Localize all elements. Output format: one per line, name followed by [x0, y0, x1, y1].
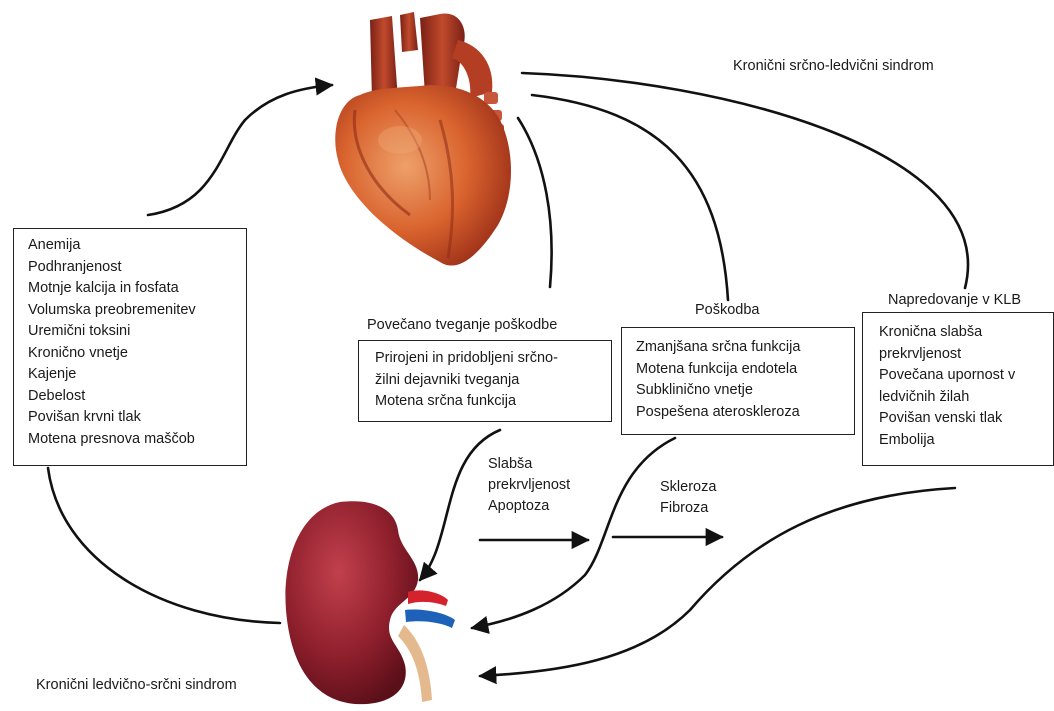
- stage-1-label: Slabša prekrvljenost Apoptoza: [488, 454, 570, 517]
- stage-2-line: Skleroza: [660, 477, 716, 498]
- stage-1-line: Slabša: [488, 454, 570, 475]
- list-item: Embolija: [879, 430, 1053, 452]
- list-item: Povečana upornost v: [879, 365, 1053, 387]
- list-item: Prirojeni in pridobljeni srčno-: [375, 348, 611, 370]
- title-cardiorenal: Kronični srčno-ledvični sindrom: [733, 58, 934, 74]
- stage-2-label: Skleroza Fibroza: [660, 477, 716, 519]
- stage-1-line: prekrvljenost: [488, 475, 570, 496]
- list-item: Povišan venski tlak: [879, 408, 1053, 430]
- list-item: Kronična slabša: [879, 322, 1053, 344]
- list-item: ledvičnih žilah: [879, 387, 1053, 409]
- box-damage: Zmanjšana srčna funkcija Motena funkcija…: [621, 327, 855, 435]
- list-item: Podhranjenost: [28, 257, 246, 279]
- list-item: Povišan krvni tlak: [28, 407, 246, 429]
- list-item: Kronično vnetje: [28, 343, 246, 365]
- list-item: Subklinično vnetje: [636, 380, 854, 402]
- list-item: Zmanjšana srčna funkcija: [636, 337, 854, 359]
- heading-progress: Napredovanje v KLB: [888, 292, 1021, 308]
- list-item: Uremični toksini: [28, 321, 246, 343]
- list-item: Pospešena ateroskleroza: [636, 402, 854, 424]
- list-item: Motena srčna funkcija: [375, 391, 611, 413]
- list-item: Motena presnova maščob: [28, 429, 246, 451]
- stage-2-line: Fibroza: [660, 498, 716, 519]
- box-risk-factors: Anemija Podhranjenost Motnje kalcija in …: [13, 228, 247, 466]
- list-item: žilni dejavniki tveganja: [375, 370, 611, 392]
- heading-damage: Poškodba: [695, 302, 760, 318]
- list-item: Anemija: [28, 235, 246, 257]
- list-item: Kajenje: [28, 364, 246, 386]
- list-item: Debelost: [28, 386, 246, 408]
- title-renocardiac: Kronični ledvično-srčni sindrom: [36, 677, 237, 693]
- box-progression: Kronična slabša prekrvljenost Povečana u…: [862, 312, 1054, 466]
- list-item: Volumska preobremenitev: [28, 300, 246, 322]
- stage-1-line: Apoptoza: [488, 496, 570, 517]
- heading-risk: Povečano tveganje poškodbe: [367, 317, 557, 333]
- list-item: Motena funkcija endotela: [636, 359, 854, 381]
- box-increased-risk: Prirojeni in pridobljeni srčno- žilni de…: [358, 340, 612, 422]
- list-item: Motnje kalcija in fosfata: [28, 278, 246, 300]
- list-item: prekrvljenost: [879, 344, 1053, 366]
